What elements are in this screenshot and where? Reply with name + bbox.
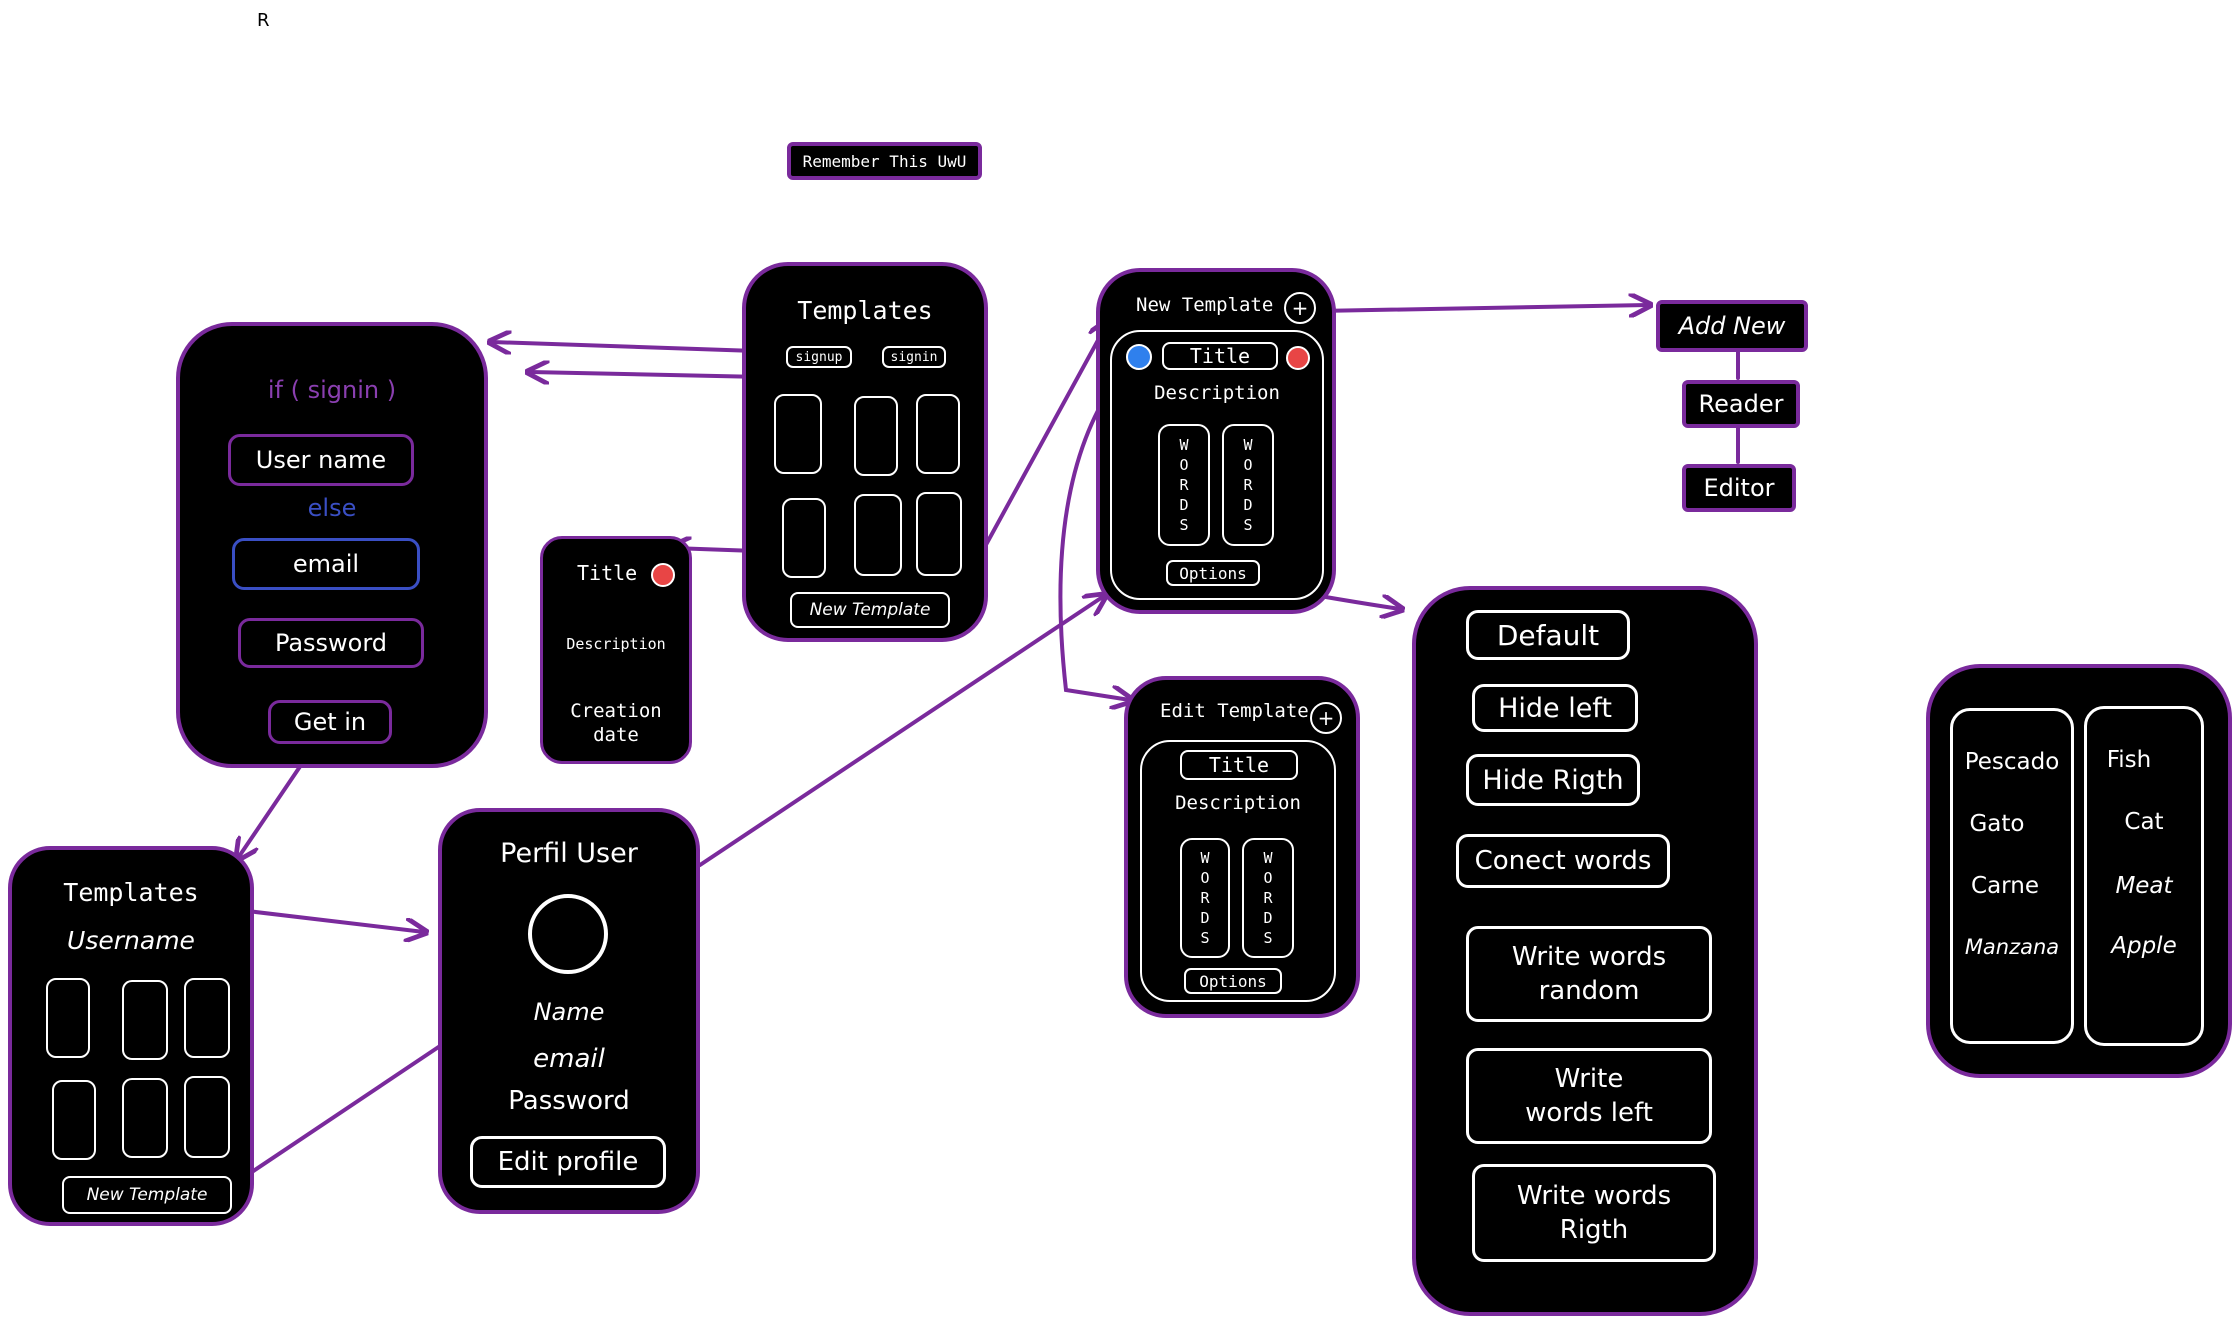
title-field[interactable]: Title — [1180, 750, 1298, 780]
template-thumb[interactable] — [122, 980, 168, 1060]
arrow-signup-to-login — [492, 342, 787, 352]
option-hide-left[interactable]: Hide left — [1472, 684, 1638, 732]
right-word[interactable]: Fish — [2106, 747, 2152, 773]
option-default[interactable]: Default — [1466, 610, 1630, 660]
signup-button[interactable]: signup — [786, 346, 852, 368]
template-thumb[interactable] — [184, 978, 230, 1058]
template-thumb[interactable] — [916, 492, 962, 576]
add-plus-icon[interactable]: + — [1284, 292, 1316, 324]
get-in-button[interactable]: Get in — [268, 700, 392, 744]
edit-template-description: Description — [1175, 792, 1301, 814]
option-write-random[interactable]: Write words random — [1466, 926, 1712, 1022]
template-thumb[interactable] — [916, 394, 960, 474]
line-newtemplate-to-profile — [226, 1044, 442, 1190]
reader-right-column: Fish Cat Meat Apple — [2084, 706, 2204, 1046]
add-new-item[interactable]: Add New — [1656, 300, 1808, 352]
arrow-profile-to-editor — [698, 596, 1104, 867]
new-template-title: New Template — [1136, 294, 1274, 316]
option-write-right[interactable]: Write words Rigth — [1472, 1164, 1716, 1262]
remember-note: Remember This UwU — [787, 142, 982, 180]
templates-main-title: Templates — [797, 296, 933, 325]
template-thumb[interactable] — [854, 494, 902, 576]
templates-main-card: Templates signup signin New Template — [742, 262, 988, 642]
add-plus-icon[interactable]: + — [1310, 702, 1342, 734]
edit-template-title: Edit Template — [1160, 700, 1309, 722]
blue-dot-icon[interactable] — [1126, 344, 1152, 370]
username-input[interactable]: User name — [228, 434, 414, 486]
email-input[interactable]: email — [232, 538, 420, 590]
user-templates-username: Username — [67, 926, 195, 955]
editor-item[interactable]: Editor — [1682, 464, 1796, 512]
user-templates-card: Templates Username New Template — [8, 846, 254, 1226]
reader-item[interactable]: Reader — [1682, 380, 1800, 428]
password-input[interactable]: Password — [238, 618, 424, 668]
template-thumb[interactable] — [52, 1080, 96, 1160]
login-condition: if ( signin ) — [267, 376, 397, 404]
avatar-icon[interactable] — [528, 894, 608, 974]
login-else: else — [307, 494, 357, 522]
template-thumb[interactable] — [184, 1076, 230, 1158]
profile-name: Name — [533, 998, 605, 1026]
right-word[interactable]: Meat — [2115, 873, 2173, 899]
template-info-card: Title Description Creation date — [540, 536, 692, 764]
delete-dot-icon[interactable] — [651, 563, 675, 587]
arrow-plus-to-addnew — [1316, 305, 1648, 311]
template-card-title: Title — [577, 561, 638, 585]
profile-email: email — [533, 1044, 605, 1074]
template-thumb[interactable] — [122, 1078, 168, 1158]
template-thumb[interactable] — [774, 394, 822, 474]
options-button[interactable]: Options — [1184, 968, 1282, 994]
reader-left-column: Pescado Gato Carne Manzana — [1950, 708, 2074, 1044]
new-template-description: Description — [1154, 382, 1280, 404]
options-menu-card: Default Hide left Hide Rigth Conect word… — [1412, 586, 1758, 1316]
profile-title: Perfil User — [500, 838, 638, 869]
template-card-creation-date: Creation date — [570, 700, 662, 746]
edit-profile-button[interactable]: Edit profile — [470, 1136, 666, 1188]
red-dot-icon[interactable] — [1286, 346, 1310, 370]
right-word[interactable]: Apple — [2111, 933, 2177, 959]
left-word[interactable]: Manzana — [1964, 935, 2060, 959]
title-field[interactable]: Title — [1162, 342, 1278, 370]
new-template-button[interactable]: New Template — [790, 592, 950, 628]
template-thumb[interactable] — [782, 498, 826, 578]
left-word[interactable]: Pescado — [1964, 749, 2060, 775]
template-thumb[interactable] — [46, 978, 90, 1058]
profile-card: Perfil User Name email Password Edit pro… — [438, 808, 700, 1214]
option-write-left[interactable]: Write words left — [1466, 1048, 1712, 1144]
template-thumb[interactable] — [854, 396, 898, 476]
left-word[interactable]: Gato — [1969, 811, 2025, 837]
remember-note-text: Remember This UwU — [802, 151, 967, 171]
login-card: if ( signin ) User name else email Passw… — [176, 322, 488, 768]
corner-mark: R — [257, 10, 270, 31]
right-word[interactable]: Cat — [2124, 809, 2164, 835]
option-hide-right[interactable]: Hide Rigth — [1466, 754, 1640, 806]
reader-view-card: Pescado Gato Carne Manzana Fish Cat Meat… — [1926, 664, 2232, 1078]
template-card-description: Description — [566, 635, 666, 653]
user-templates-title: Templates — [63, 878, 199, 907]
option-connect-words[interactable]: Conect words — [1456, 834, 1670, 888]
arrow-usertemplates-to-profile — [220, 906, 424, 932]
options-button[interactable]: Options — [1166, 560, 1260, 586]
signin-button[interactable]: signin — [882, 346, 946, 368]
profile-password: Password — [508, 1086, 630, 1116]
new-template-button[interactable]: New Template — [62, 1176, 232, 1214]
left-word[interactable]: Carne — [1971, 873, 2039, 899]
